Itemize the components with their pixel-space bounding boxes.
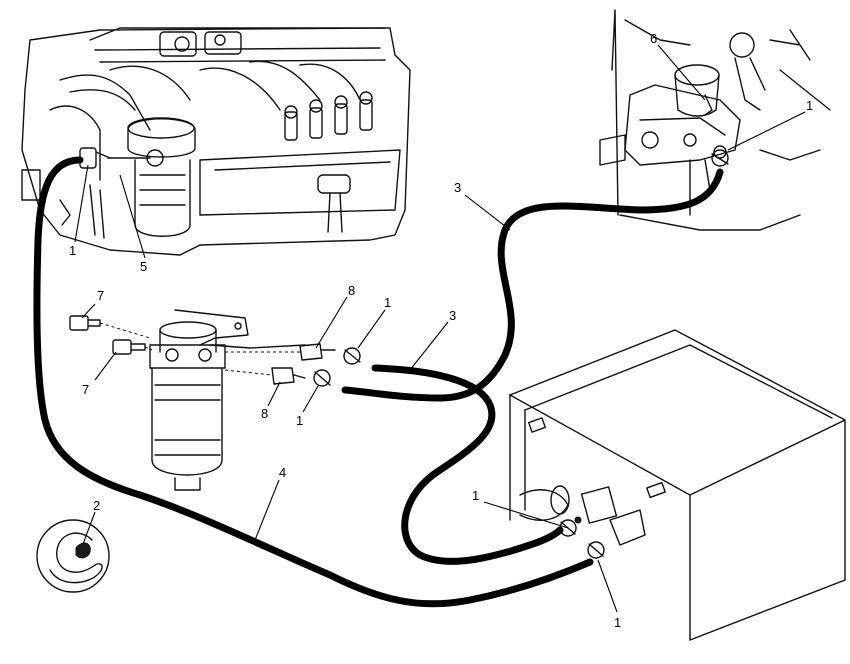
callout-1-engine: 1 <box>69 243 76 258</box>
callout-1-filter-bottom: 1 <box>296 413 303 428</box>
callout-leaders <box>74 44 806 613</box>
callout-8-top: 8 <box>348 283 355 298</box>
callout-3-lower: 3 <box>449 308 456 323</box>
hose-3-upper <box>341 168 724 402</box>
callout-6: 6 <box>650 31 657 46</box>
callout-7-top: 7 <box>97 288 104 303</box>
pump-hose-clip <box>711 149 729 167</box>
callout-7-bottom: 7 <box>82 382 89 397</box>
hose-4 <box>33 156 594 608</box>
callout-5: 5 <box>140 259 147 274</box>
callout-4: 4 <box>279 465 286 480</box>
callout-2: 2 <box>93 498 100 513</box>
callout-8-bottom: 8 <box>261 406 268 421</box>
fuel-filter-exploded <box>69 309 361 491</box>
callout-3-upper: 3 <box>454 180 461 195</box>
symbol-2-inset <box>36 519 110 593</box>
engine-hose-clip <box>79 147 111 169</box>
callout-1-pump: 1 <box>806 98 813 113</box>
callout-1-tank-bottom: 1 <box>614 615 621 630</box>
injection-pump-assembly <box>599 9 831 231</box>
callout-labels: 1 5 6 1 3 7 7 8 8 1 1 3 4 1 1 2 <box>69 31 813 630</box>
callout-1-tank-top: 1 <box>472 488 479 503</box>
fuel-tank <box>508 329 846 642</box>
engine-assembly <box>21 27 411 256</box>
fuel-hoses <box>33 156 724 608</box>
hose-3-lower <box>371 364 564 565</box>
tank-hose-clips <box>559 519 605 559</box>
callout-1-filter-top: 1 <box>384 295 391 310</box>
